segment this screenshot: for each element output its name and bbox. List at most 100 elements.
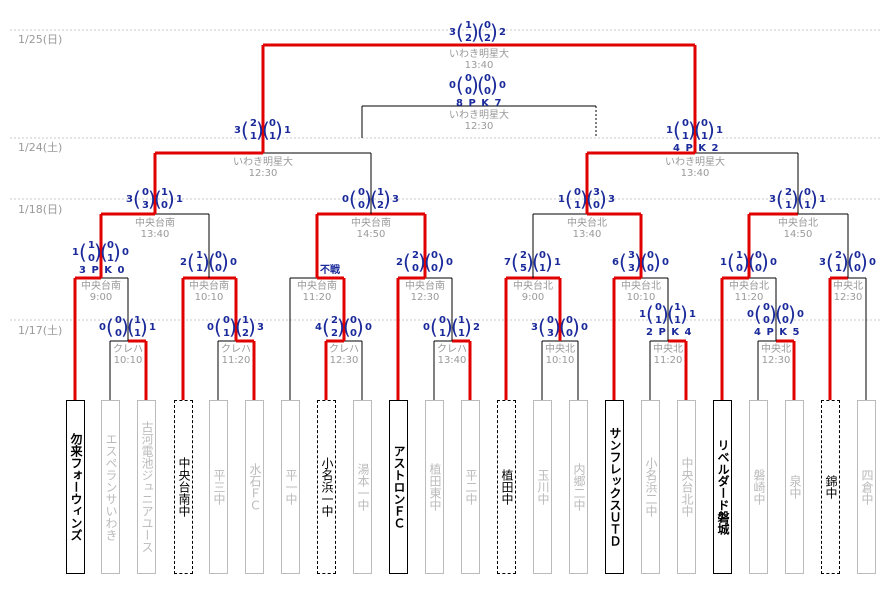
half-score: 1	[465, 20, 472, 31]
score-bracket: (	[727, 250, 735, 274]
venue-name: 中央台南	[351, 218, 391, 229]
half-score: 0	[484, 73, 491, 84]
team-name-box: 錦中	[821, 400, 840, 574]
score-bracket: (	[322, 315, 330, 339]
half-score: 0	[763, 302, 770, 313]
score-bracket: )	[471, 20, 479, 44]
venue-name: 中央台南	[297, 281, 337, 292]
half-score: 0	[269, 118, 276, 129]
score-bracket: )	[526, 250, 534, 274]
score-bracket: )	[337, 315, 345, 339]
match-time: 12:30	[833, 292, 863, 303]
score-bracket: )	[553, 315, 561, 339]
score-bracket: (	[349, 187, 357, 211]
score-bracket: (	[456, 73, 464, 97]
score-bracket: (	[100, 240, 108, 264]
total-score-right: 1	[716, 125, 723, 136]
team-name-box: 四倉中	[857, 400, 876, 574]
half-score: 1	[107, 253, 114, 264]
match-time: 9:00	[89, 292, 113, 303]
match-time: 13:40	[140, 229, 170, 240]
venue-name: 中央北	[545, 344, 575, 355]
score-bracket: (	[673, 118, 681, 142]
score-bracket: )	[229, 315, 237, 339]
total-score-right: 3	[257, 322, 264, 333]
half-score: 0	[439, 315, 446, 326]
half-score: 0	[484, 20, 491, 31]
venue-name: クレハ	[113, 344, 143, 355]
match-time: 13:40	[437, 355, 467, 366]
score-bracket: )	[445, 315, 453, 339]
score-bracket: (	[370, 187, 378, 211]
venue-name: 中央台南	[189, 281, 229, 292]
half-score: 2	[484, 33, 491, 44]
team-name-box: 平二中	[461, 400, 480, 574]
half-score: 1	[804, 200, 811, 211]
half-score: 0	[701, 118, 708, 129]
total-score-left: 1	[72, 247, 79, 258]
total-score-right: 3	[392, 194, 399, 205]
score-bracket: (	[106, 315, 114, 339]
score-bracket: )	[688, 118, 696, 142]
score-bracket: (	[511, 250, 519, 274]
half-score: 2	[377, 200, 384, 211]
venue-name: いわき明星大	[665, 157, 725, 168]
score-bracket: (	[262, 118, 270, 142]
total-score-right: 2	[473, 322, 480, 333]
half-score: 0	[358, 200, 365, 211]
half-score: 1	[458, 315, 465, 326]
half-score: 1	[250, 131, 257, 142]
total-score-left: 0	[207, 322, 214, 333]
score-bracket: (	[640, 250, 648, 274]
half-score: 0	[682, 118, 689, 129]
half-score: 3	[628, 250, 635, 261]
half-score: 1	[736, 250, 743, 261]
team-name-box: 勿来フォーウィンズ	[66, 400, 85, 574]
score-bracket: (	[797, 187, 805, 211]
team-name-box: 植田東中	[425, 400, 444, 574]
team-name-box: 玉川中	[533, 400, 552, 574]
venue-name: 中央台北	[778, 218, 818, 229]
score-bracket: (	[477, 20, 485, 44]
half-score: 1	[574, 200, 581, 211]
total-score-left: 0	[423, 322, 430, 333]
match-time: 10:10	[113, 355, 143, 366]
score-bracket: )	[418, 250, 426, 274]
score-bracket: (	[187, 250, 195, 274]
score-bracket: (	[826, 250, 834, 274]
score-bracket: )	[140, 315, 148, 339]
score-bracket: (	[532, 250, 540, 274]
venue-name: 中央台北	[513, 281, 553, 292]
score-bracket: (	[214, 315, 222, 339]
score-bracket: )	[791, 187, 799, 211]
score-bracket: )	[121, 315, 129, 339]
score-bracket: (	[79, 240, 87, 264]
total-score-left: 1	[666, 125, 673, 136]
match-time: 10:10	[626, 292, 656, 303]
score-bracket: )	[661, 302, 669, 326]
team-name-box: 中央台南中	[174, 400, 193, 574]
team-name-box: 植田中	[497, 400, 516, 574]
date-label: 1/18(日)	[18, 203, 63, 216]
team-name-box: 湯本一中	[353, 400, 372, 574]
match-time: 9:00	[521, 292, 545, 303]
score-bracket: )	[490, 20, 498, 44]
total-score-left: 3	[449, 27, 456, 38]
half-score: 0	[431, 250, 438, 261]
score-bracket: )	[113, 240, 121, 264]
match-time: 13:40	[464, 60, 494, 71]
total-score-right: 1	[149, 322, 156, 333]
half-score: 1	[674, 315, 681, 326]
half-score: 1	[269, 131, 276, 142]
half-score: 3	[142, 200, 149, 211]
total-score-left: 2	[180, 257, 187, 268]
total-score-right: 0	[770, 257, 777, 268]
total-score-left: 1	[639, 309, 646, 320]
total-score-left: 3	[531, 322, 538, 333]
venue-name: クレハ	[437, 344, 467, 355]
total-score-left: 4	[315, 322, 322, 333]
half-score: 0	[566, 315, 573, 326]
half-score: 0	[763, 315, 770, 326]
